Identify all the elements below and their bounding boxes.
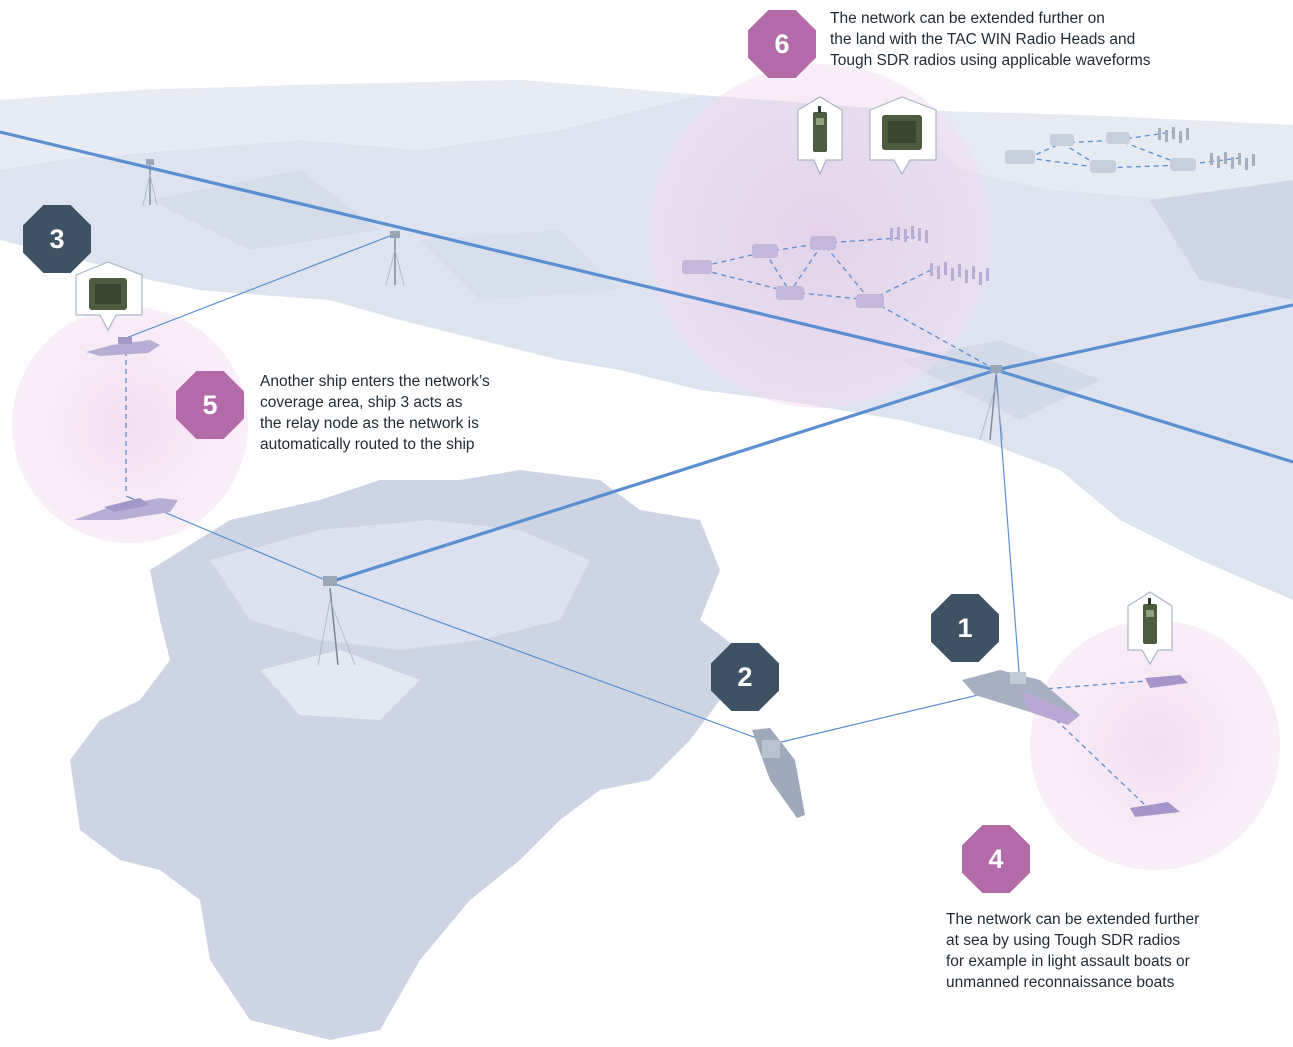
armored-vehicle bbox=[1106, 132, 1130, 144]
armored-vehicle bbox=[1170, 158, 1196, 171]
step-4-badge: 4 bbox=[962, 825, 1030, 893]
ship-coverage-area-east bbox=[1030, 620, 1280, 870]
armored-vehicle bbox=[682, 260, 712, 274]
tac-win-radio-head-icon bbox=[869, 96, 937, 176]
vehicle-group-west bbox=[682, 236, 884, 308]
caption-line: Another ship enters the network’s bbox=[260, 373, 490, 390]
tac-win-radio-head-icon bbox=[75, 261, 143, 332]
caption-line: coverage area, ship 3 acts as bbox=[260, 394, 463, 411]
armored-vehicle bbox=[1005, 150, 1035, 164]
step-5-badge: 5 bbox=[176, 371, 244, 439]
ship-1 bbox=[962, 670, 1080, 725]
island bbox=[70, 470, 740, 1040]
infantry-group-west bbox=[890, 226, 989, 285]
armored-vehicle bbox=[752, 244, 778, 258]
armored-vehicle bbox=[1090, 160, 1116, 173]
ship-2 bbox=[752, 728, 805, 818]
tough-sdr-radio-icon bbox=[797, 96, 843, 176]
step-2-badge: 2 bbox=[711, 643, 779, 711]
ship-entering bbox=[74, 498, 178, 520]
caption-line: automatically routed to the ship bbox=[260, 436, 475, 453]
vehicle-group-east bbox=[1005, 132, 1196, 173]
tough-sdr-radio-icon bbox=[1127, 591, 1173, 666]
step-1-badge: 1 bbox=[931, 594, 999, 662]
infantry-group-east bbox=[1158, 127, 1255, 170]
caption-line: for example in light assault boats or bbox=[946, 953, 1190, 970]
caption-line: unmanned reconnaissance boats bbox=[946, 974, 1175, 991]
caption-line: the land with the TAC WIN Radio Heads an… bbox=[830, 31, 1136, 48]
ship-3 bbox=[86, 337, 160, 356]
caption-step-4: The network can be extended further at s… bbox=[946, 909, 1199, 993]
radio-mast-island bbox=[317, 576, 356, 666]
armored-vehicle bbox=[776, 286, 804, 300]
relay-links bbox=[125, 233, 1021, 745]
assault-boat-1 bbox=[1145, 675, 1188, 688]
ship-coverage-area-west bbox=[12, 307, 248, 543]
backbone-links bbox=[0, 130, 1293, 584]
caption-line: Tough SDR radios using applicable wavefo… bbox=[830, 52, 1151, 69]
radio-mast-2 bbox=[385, 231, 405, 286]
armored-vehicle bbox=[856, 294, 884, 308]
caption-line: The network can be extended further on bbox=[830, 10, 1105, 27]
armored-vehicle bbox=[810, 236, 836, 250]
caption-line: The network can be extended further bbox=[946, 911, 1200, 928]
radio-mast-1 bbox=[142, 159, 158, 206]
radio-mast-3 bbox=[979, 365, 1004, 441]
step-6-badge: 6 bbox=[748, 10, 816, 78]
caption-line: the relay node as the network is bbox=[260, 415, 479, 432]
armored-vehicle bbox=[1050, 134, 1074, 146]
reconnaissance-boat bbox=[1130, 802, 1180, 817]
caption-step-5: Another ship enters the network’s covera… bbox=[260, 371, 490, 455]
step-3-badge: 3 bbox=[23, 205, 91, 273]
caption-step-6: The network can be extended further on t… bbox=[830, 8, 1151, 71]
caption-line: at sea by using Tough SDR radios bbox=[946, 932, 1181, 949]
